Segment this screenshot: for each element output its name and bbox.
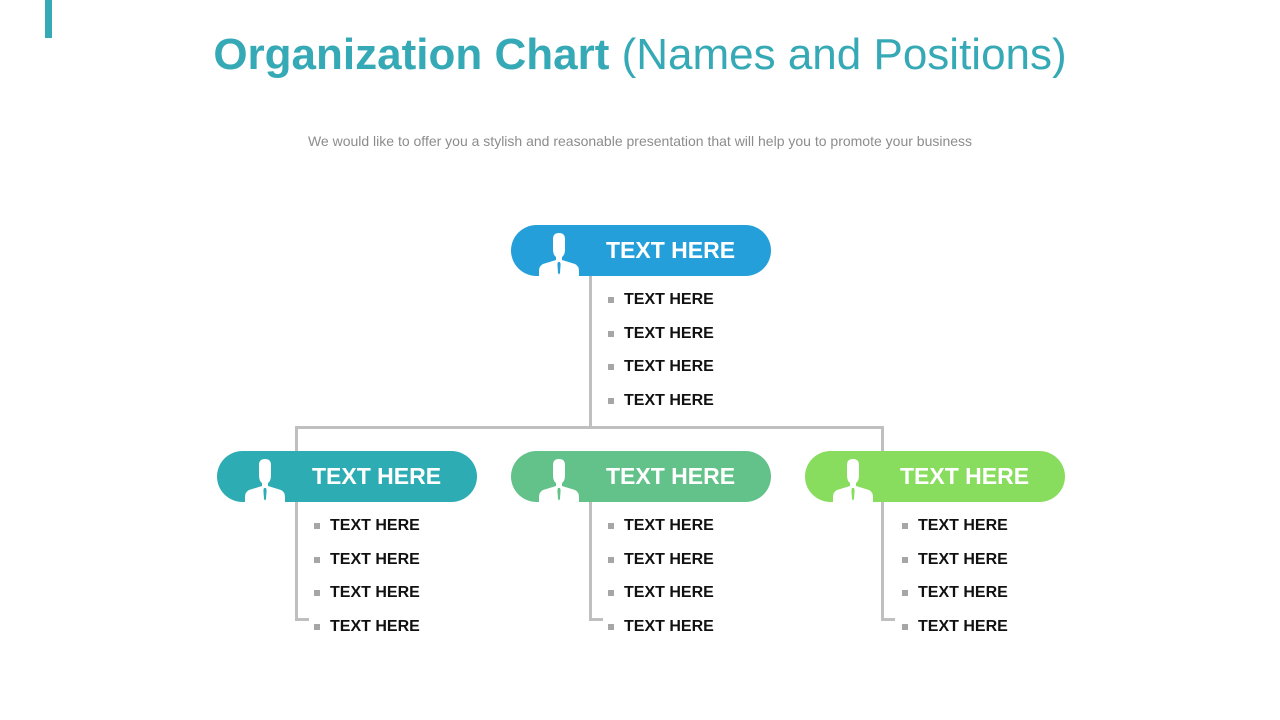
list-item: TEXT HERE (608, 543, 714, 577)
bullet-icon (314, 623, 320, 630)
connector-middle-vertical (589, 500, 592, 621)
person-icon (833, 459, 873, 502)
list-item: TEXT HERE (314, 509, 420, 543)
list-item: TEXT HERE (608, 509, 714, 543)
node-right-label: TEXT HERE (900, 463, 1030, 489)
list-item: TEXT HERE (902, 576, 1008, 610)
person-icon (539, 459, 579, 502)
list-item: TEXT HERE (608, 384, 714, 418)
list-item: TEXT HERE (902, 543, 1008, 577)
bullet-icon (902, 590, 908, 597)
connector-top-vertical (589, 276, 592, 428)
bullet-icon (902, 623, 908, 630)
title-light: (Names and Positions) (621, 30, 1067, 79)
node-left: TEXT HERE (217, 451, 477, 502)
bullet-icon (608, 590, 614, 597)
node-middle-list: TEXT HERE TEXT HERE TEXT HERE TEXT HERE (608, 509, 714, 644)
accent-bar (45, 0, 52, 38)
title-bold: Organization Chart (213, 30, 610, 79)
list-item: TEXT HERE (608, 576, 714, 610)
node-right-list: TEXT HERE TEXT HERE TEXT HERE TEXT HERE (902, 509, 1008, 644)
node-right: TEXT HERE (805, 451, 1065, 502)
list-item: TEXT HERE (902, 610, 1008, 644)
person-icon (245, 459, 285, 502)
bullet-icon (314, 522, 320, 529)
connector-horizontal (295, 426, 884, 429)
page-title: Organization Chart (Names and Positions) (0, 28, 1280, 82)
node-top-label: TEXT HERE (606, 237, 736, 263)
bullet-icon (314, 556, 320, 563)
list-item: TEXT HERE (608, 317, 714, 351)
list-item: TEXT HERE (314, 610, 420, 644)
list-item: TEXT HERE (608, 283, 714, 317)
bullet-icon (608, 330, 614, 337)
node-middle-label: TEXT HERE (606, 463, 736, 489)
bullet-icon (608, 522, 614, 529)
node-middle: TEXT HERE (511, 451, 771, 502)
bullet-icon (608, 623, 614, 630)
connector-right-foot (881, 618, 895, 621)
bullet-icon (314, 590, 320, 597)
node-left-label: TEXT HERE (312, 463, 442, 489)
connector-left-vertical (295, 426, 298, 621)
node-top: TEXT HERE (511, 225, 771, 276)
list-item: TEXT HERE (314, 576, 420, 610)
bullet-icon (608, 397, 614, 404)
bullet-icon (902, 522, 908, 529)
bullet-icon (902, 556, 908, 563)
node-left-list: TEXT HERE TEXT HERE TEXT HERE TEXT HERE (314, 509, 420, 644)
bullet-icon (608, 364, 614, 371)
person-icon (539, 233, 579, 276)
subtitle: We would like to offer you a stylish and… (307, 133, 973, 149)
connector-right-vertical (881, 426, 884, 621)
node-top-list: TEXT HERE TEXT HERE TEXT HERE TEXT HERE (608, 283, 714, 418)
bullet-icon (608, 556, 614, 563)
list-item: TEXT HERE (608, 350, 714, 384)
bullet-icon (608, 296, 614, 303)
connector-left-foot (295, 618, 309, 621)
connector-middle-foot (589, 618, 603, 621)
list-item: TEXT HERE (902, 509, 1008, 543)
list-item: TEXT HERE (608, 610, 714, 644)
list-item: TEXT HERE (314, 543, 420, 577)
